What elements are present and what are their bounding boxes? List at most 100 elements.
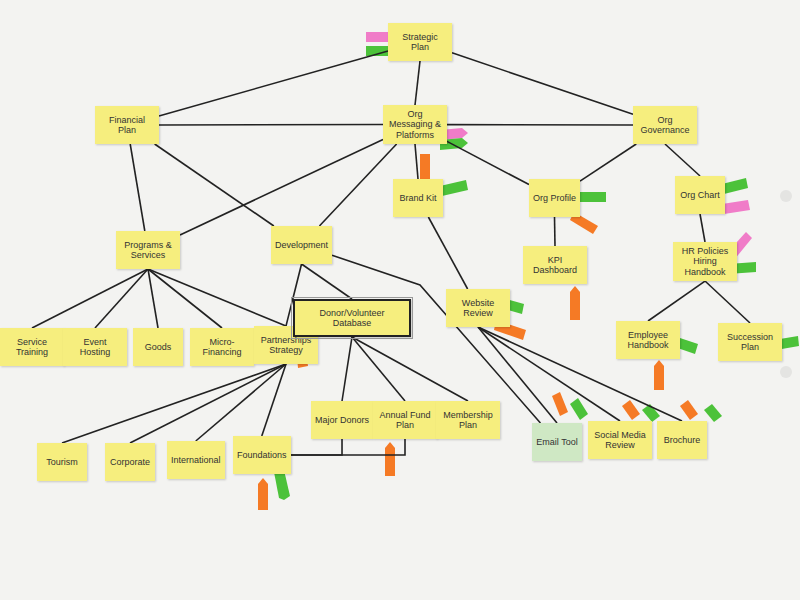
- green-flag: [570, 398, 588, 420]
- sticky-note: Corporate: [105, 443, 155, 481]
- connector-line: [700, 214, 705, 242]
- connector-line: [554, 217, 556, 246]
- note-text: Strategic Plan: [392, 32, 448, 53]
- note-text: Event Hosting: [67, 337, 123, 358]
- green-flag: [704, 404, 722, 422]
- connector-line: [155, 144, 274, 226]
- sticky-note: Financial Plan: [95, 106, 159, 144]
- connector-line: [415, 61, 420, 105]
- sticky-note: Website Review: [446, 289, 510, 327]
- sticky-note: Major Donors: [311, 401, 373, 439]
- note-text: HR Policies Hiring Handbook: [677, 246, 733, 277]
- sticky-note: Programs & Services: [116, 231, 180, 269]
- note-text: Tourism: [46, 457, 78, 467]
- note-text: Membership Plan: [440, 410, 496, 431]
- note-text: Org Messaging & Platforms: [387, 109, 443, 140]
- note-text: International: [171, 455, 221, 465]
- sticky-note: Brand Kit: [393, 179, 443, 217]
- note-text: Email Tool: [536, 437, 577, 447]
- note-text: Annual Fund Plan: [377, 410, 433, 431]
- green-flag: [722, 178, 748, 194]
- sticky-note: Org Governance: [633, 106, 697, 144]
- sticky-note: Org Profile: [529, 179, 580, 217]
- connector-line: [302, 264, 352, 299]
- note-text: Corporate: [110, 457, 150, 467]
- green-flag: [578, 192, 606, 202]
- connector-line: [148, 269, 158, 328]
- note-text: Brand Kit: [399, 193, 436, 203]
- connector-line: [148, 269, 286, 326]
- orange-flag: [552, 392, 568, 416]
- connector-line: [180, 140, 383, 235]
- connector-line: [159, 124, 383, 126]
- connector-line: [342, 337, 352, 401]
- note-text: Foundations: [237, 450, 287, 460]
- pink-flag: [722, 200, 750, 214]
- green-flag: [274, 470, 290, 500]
- punch-hole: [780, 366, 792, 378]
- connector-line: [332, 255, 540, 423]
- connector-line: [705, 281, 750, 323]
- connector-line: [415, 144, 418, 179]
- connector-line: [159, 51, 388, 116]
- punch-hole: [780, 190, 792, 202]
- note-text: Donor/Volunteer Database: [299, 308, 405, 329]
- note-text: Social Media Review: [592, 430, 648, 451]
- note-text: KPI Dashboard: [527, 255, 583, 276]
- sticky-note: Org Chart: [675, 176, 725, 214]
- note-text: Micro-Financing: [194, 337, 250, 358]
- sticky-note: HR Policies Hiring Handbook: [673, 242, 737, 281]
- sticky-note: Employee Handbook: [616, 321, 680, 359]
- connector-line: [130, 364, 286, 443]
- connector-line: [32, 269, 148, 328]
- orange-flag: [680, 400, 698, 420]
- sticky-note: Brochure: [657, 421, 707, 459]
- sticky-note: Org Messaging & Platforms: [383, 105, 447, 144]
- orange-flag: [385, 442, 395, 476]
- note-text: Financial Plan: [99, 115, 155, 136]
- connector-line: [196, 364, 286, 441]
- note-text: Programs & Services: [120, 240, 176, 261]
- connector-line: [291, 439, 405, 455]
- connector-line: [352, 337, 405, 401]
- sticky-note: KPI Dashboard: [523, 246, 587, 284]
- connector-line: [478, 327, 682, 421]
- connector-line: [447, 124, 633, 126]
- note-text: Goods: [145, 342, 172, 352]
- note-text: Org Governance: [637, 115, 693, 136]
- connector-line: [428, 217, 467, 289]
- connector-line: [130, 144, 145, 231]
- connector-line: [665, 144, 700, 176]
- sticky-note: Service Training: [0, 328, 64, 366]
- sticky-note: Goods: [133, 328, 183, 366]
- sticky-note: Annual Fund Plan: [373, 401, 437, 439]
- orange-flag: [622, 400, 640, 420]
- note-text: Major Donors: [315, 415, 369, 425]
- sticky-note: Email Tool: [532, 423, 582, 461]
- green-flag: [440, 180, 468, 196]
- note-text: Brochure: [664, 435, 701, 445]
- connector-line: [352, 337, 468, 401]
- orange-flag: [258, 478, 268, 510]
- note-text: Development: [275, 240, 328, 250]
- note-text: Employee Handbook: [620, 330, 676, 351]
- sticky-note: Succession Plan: [718, 323, 782, 361]
- connector-line: [291, 439, 342, 455]
- connector-line: [148, 269, 222, 328]
- note-text: Org Chart: [680, 190, 720, 200]
- connector-line: [648, 281, 705, 321]
- connector-line: [452, 53, 633, 114]
- connector-line: [262, 364, 286, 436]
- connector-line: [319, 144, 396, 226]
- sticky-note: International: [167, 441, 225, 479]
- note-text: Partnerships Strategy: [258, 335, 314, 356]
- sticky-note: Foundations: [233, 436, 291, 474]
- sticky-note: Membership Plan: [436, 401, 500, 439]
- note-text: Org Profile: [533, 193, 576, 203]
- flag-group: [258, 32, 799, 510]
- database-box: Donor/Volunteer Database: [293, 299, 411, 337]
- orange-flag: [654, 360, 664, 390]
- sticky-note: Development: [271, 226, 332, 264]
